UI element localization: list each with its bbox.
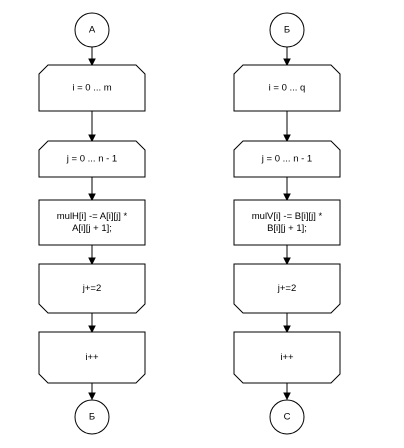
flow-arrow-start-to-loop-i-begin (88, 47, 96, 67)
flow-arrow-process-to-loop-j-end (88, 245, 96, 266)
start-shape (74, 12, 110, 48)
node-loop-i-begin: i = 0 ... m (38, 64, 146, 112)
node-label: i++ (85, 352, 99, 363)
node-end: Б (74, 399, 110, 435)
arrowhead-icon (283, 325, 291, 334)
flow-arrow-loop-i-end-to-end (283, 383, 291, 401)
arrowhead-icon (88, 58, 96, 67)
loop-i-begin-shape (233, 64, 341, 112)
flow-arrow-loop-i-end-to-end (88, 383, 96, 401)
arrowhead-icon (88, 193, 96, 202)
edges-layer (88, 47, 291, 401)
loop-i-end-shape (38, 331, 146, 384)
process-shape (233, 199, 341, 246)
end-shape (269, 399, 305, 435)
node-end: С (269, 399, 305, 435)
flow-arrow-loop-j-begin-to-process (88, 177, 96, 202)
flow-arrow-process-to-loop-j-end (283, 245, 291, 266)
arrowhead-icon (283, 257, 291, 266)
loop-i-end-shape (233, 331, 341, 384)
loop-i-begin-shape (38, 64, 146, 112)
node-label: mulH[i] -= A[i][j] * (57, 211, 128, 222)
loop-j-begin-shape (38, 140, 146, 178)
node-loop-i-end: i++ (38, 331, 146, 384)
node-start: А (74, 12, 110, 48)
node-label: i++ (280, 352, 294, 363)
node-loop-i-begin: i = 0 ... q (233, 64, 341, 112)
node-start: Б (269, 12, 305, 48)
node-label: Б (284, 25, 290, 36)
node-label: j = 0 ... n - 1 (261, 154, 312, 165)
end-shape (74, 399, 110, 435)
node-loop-j-end: j+=2 (38, 263, 146, 314)
node-label: B[i][j + 1]; (267, 223, 307, 234)
node-process: mulV[i] -= B[i][j] *B[i][j + 1]; (233, 199, 341, 246)
loop-j-end-shape (233, 263, 341, 314)
node-label: j = 0 ... n - 1 (66, 154, 117, 165)
flow-arrow-loop-j-end-to-loop-i-end (88, 313, 96, 334)
arrowhead-icon (88, 325, 96, 334)
arrowhead-icon (283, 134, 291, 143)
node-label: Б (89, 412, 95, 423)
node-label: А (89, 25, 96, 36)
node-loop-j-begin: j = 0 ... n - 1 (38, 140, 146, 178)
flow-arrow-loop-j-begin-to-process (283, 177, 291, 202)
node-loop-j-begin: j = 0 ... n - 1 (233, 140, 341, 178)
node-loop-i-end: i++ (233, 331, 341, 384)
flow-arrow-loop-j-end-to-loop-i-end (283, 313, 291, 334)
node-process: mulH[i] -= A[i][j] *A[i][j + 1]; (38, 199, 146, 246)
arrowhead-icon (283, 58, 291, 67)
node-label: j+=2 (82, 283, 102, 294)
node-label: j+=2 (277, 283, 297, 294)
node-label: i = 0 ... m (72, 83, 111, 94)
flow-arrow-loop-i-begin-to-loop-j-begin (88, 111, 96, 143)
process-shape (38, 199, 146, 246)
loop-j-begin-shape (233, 140, 341, 178)
node-label: С (284, 412, 291, 423)
arrowhead-icon (283, 392, 291, 401)
node-label: i = 0 ... q (269, 83, 306, 94)
arrowhead-icon (88, 392, 96, 401)
start-shape (269, 12, 305, 48)
node-label: A[i][j + 1]; (72, 223, 112, 234)
flow-arrow-start-to-loop-i-begin (283, 47, 291, 67)
arrowhead-icon (283, 193, 291, 202)
node-label: mulV[i] -= B[i][j] * (252, 211, 323, 222)
node-loop-j-end: j+=2 (233, 263, 341, 314)
arrowhead-icon (88, 257, 96, 266)
arrowhead-icon (88, 134, 96, 143)
flow-arrow-loop-i-begin-to-loop-j-begin (283, 111, 291, 143)
loop-j-end-shape (38, 263, 146, 314)
nodes-layer: Аi = 0 ... m j = 0 ... n - 1 mulH[i] -= A[… (38, 12, 341, 435)
